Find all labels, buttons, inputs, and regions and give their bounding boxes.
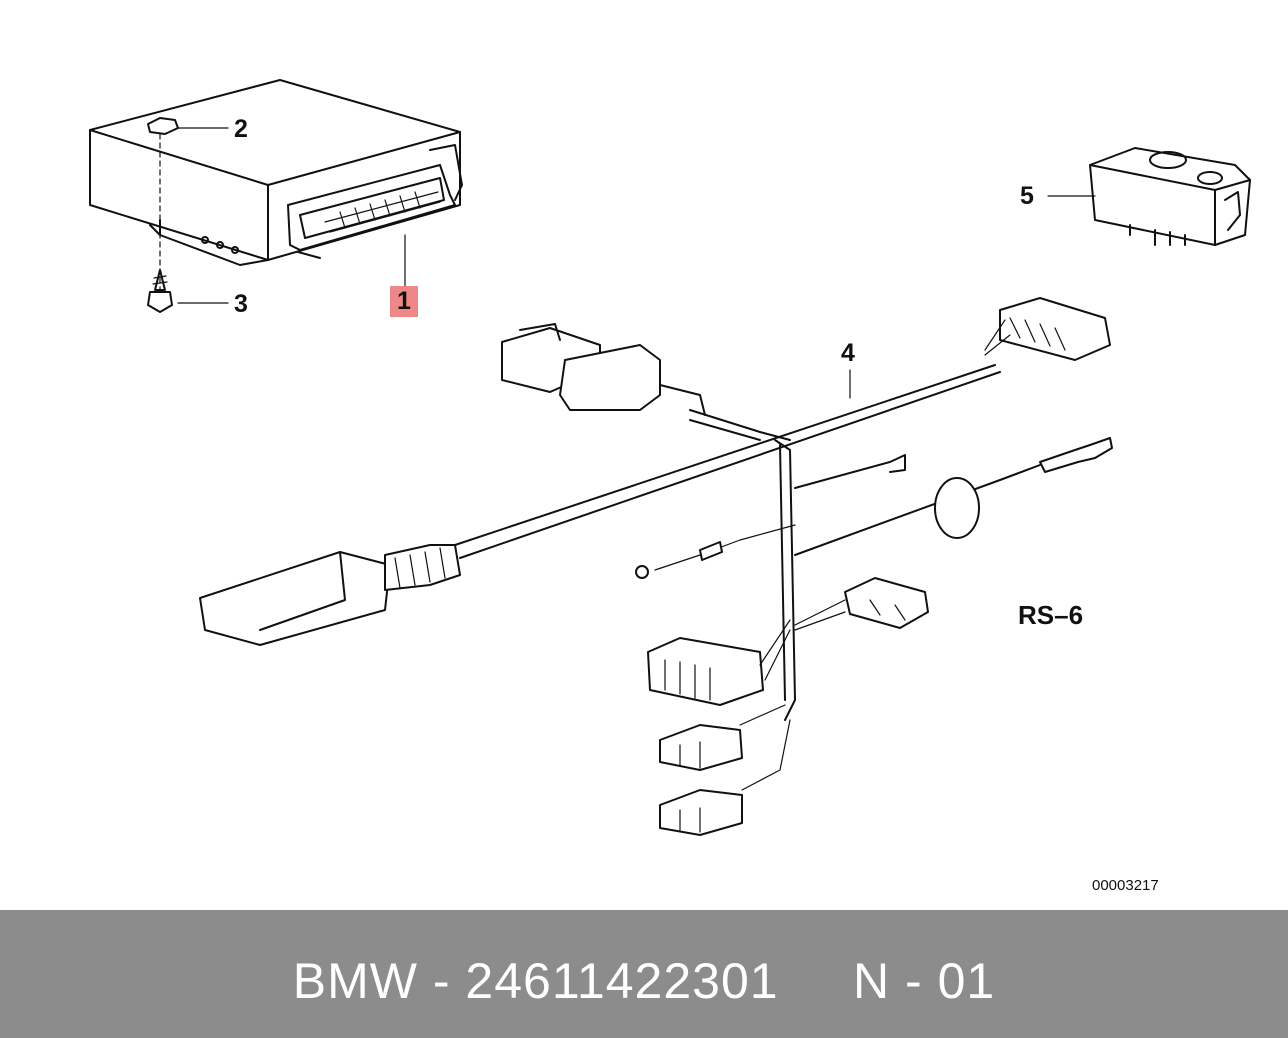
- image-number: 00003217: [1092, 877, 1159, 894]
- switch-drawing: [1047, 147, 1251, 246]
- parts-diagram: 2 3 1 4 5 RS–6 00003217: [89, 79, 1251, 894]
- callout-5[interactable]: 5: [1020, 182, 1034, 210]
- footer-bar: BMW - 24611422301 N - 01: [0, 910, 1288, 1038]
- callout-3[interactable]: 3: [234, 290, 248, 318]
- callout-4[interactable]: 4: [841, 339, 855, 367]
- clip-nut-drawing: [147, 117, 229, 291]
- callout-2[interactable]: 2: [234, 115, 248, 143]
- screw-drawing: [147, 269, 229, 313]
- variant-label: RS–6: [1018, 600, 1084, 630]
- wiring-harness-drawing: [199, 297, 1113, 836]
- part-number-text: BMW - 24611422301 N - 01: [292, 953, 996, 1009]
- control-unit-drawing: [89, 79, 463, 289]
- callout-1[interactable]: 1: [390, 286, 418, 317]
- diagram-drawing: [89, 79, 1251, 836]
